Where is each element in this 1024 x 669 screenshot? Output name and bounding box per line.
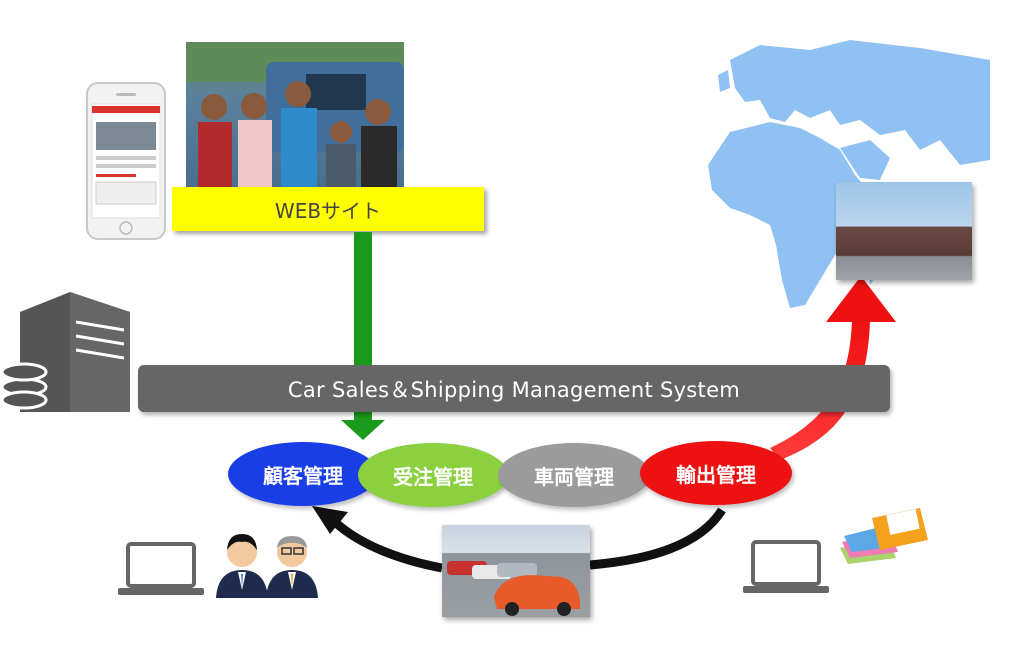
smartphone-icon [86, 82, 166, 240]
module-customer-management: 顧客管理 [228, 442, 378, 506]
system-bar: Car Sales＆Shipping Management System [138, 365, 890, 412]
laptop-icon-right [743, 540, 829, 593]
server-database-icon [0, 292, 130, 412]
car-lot-photo [442, 525, 590, 617]
laptop-icon [118, 542, 204, 595]
ship-photo [836, 182, 972, 280]
businessmen-icon [216, 534, 318, 598]
folders-icon [840, 508, 928, 564]
module-order-management: 受注管理 [358, 443, 508, 507]
module-export-management: 輸出管理 [640, 441, 792, 505]
module-vehicle-management: 車両管理 [498, 443, 650, 507]
web-site-label: WEBサイト [172, 187, 484, 231]
cycle-arrows [312, 506, 726, 573]
customers-photo [186, 42, 404, 187]
